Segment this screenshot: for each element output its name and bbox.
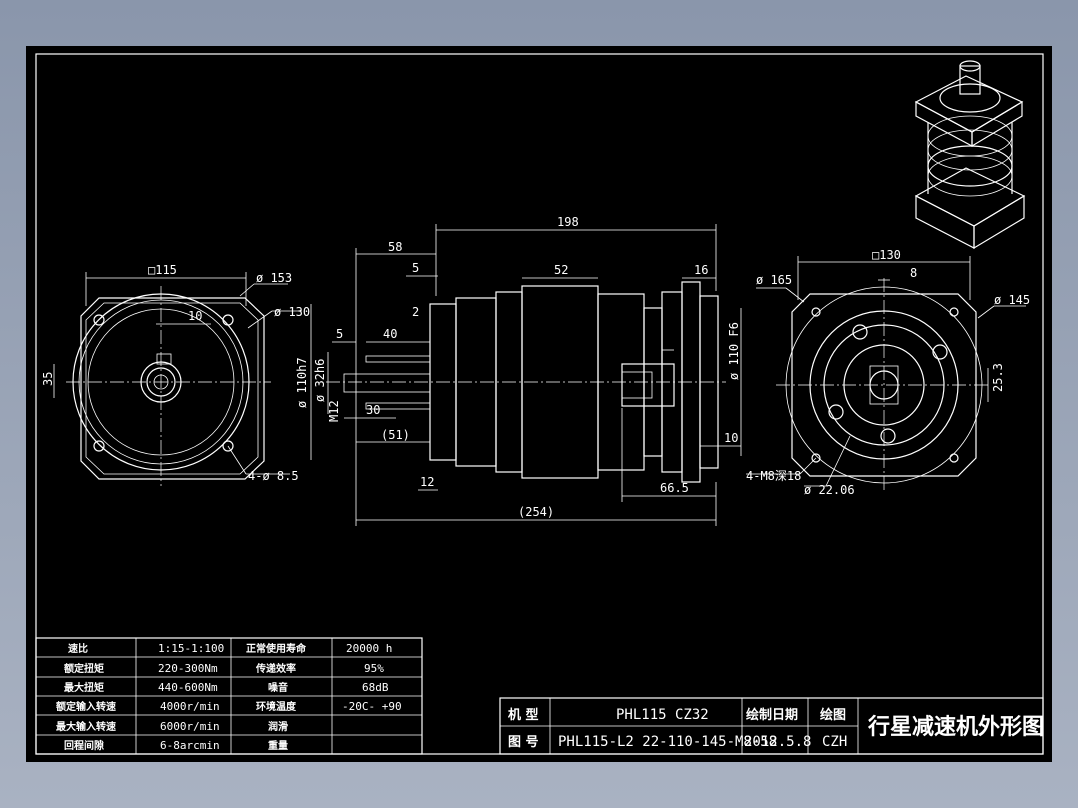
model-label: 机 型 xyxy=(508,707,539,723)
drawing-title: 行星减速机外形图 xyxy=(867,714,1044,740)
spec-value: 1:15-1:100 xyxy=(158,642,224,655)
spec-label: 额定扭矩 xyxy=(64,662,104,675)
drawer-label: 绘图 xyxy=(820,707,846,723)
dim-right-holes: 4-M8深18 xyxy=(746,469,801,483)
dim-right-d2206: ø 22.06 xyxy=(804,483,855,497)
dim-5b: 5 xyxy=(336,327,343,341)
dim-left-square: □115 xyxy=(148,263,177,277)
spec-label: 重量 xyxy=(268,739,288,752)
output-shaft xyxy=(621,363,675,407)
spec-label: 额定输入转速 xyxy=(56,700,116,713)
title-block: 机 型 PHL115 CZ32 图 号 PHL115-L2 22-110-145… xyxy=(499,697,1044,755)
spec-label: 噪音 xyxy=(268,681,288,694)
side-view: 198 58 5 52 16 2 5 40 ø 110h7 ø 32h6 M1 xyxy=(295,215,742,526)
dim-58: 58 xyxy=(388,240,402,254)
dim-right-253: 25.3 xyxy=(991,363,1005,392)
bolt-hole xyxy=(222,314,234,326)
drawer-value: CZH xyxy=(822,734,847,750)
dim-left-35: 35 xyxy=(41,372,55,386)
dim-110h7: ø 110h7 xyxy=(295,357,309,408)
dim-52: 52 xyxy=(554,263,568,277)
input-shaft xyxy=(343,373,431,393)
spec-label: 传递效率 xyxy=(255,662,296,675)
bolt-hole xyxy=(949,307,959,317)
spec-value: 6000r/min xyxy=(160,720,220,733)
dim-665: 66.5 xyxy=(660,481,689,495)
spec-value: 440-600Nm xyxy=(158,681,218,694)
model-value: PHL115 CZ32 xyxy=(616,707,709,723)
spec-value: 4000r/min xyxy=(160,700,220,713)
spec-value: 68dB xyxy=(362,681,389,694)
dim-left-10: 10 xyxy=(188,309,202,323)
right-square-flange xyxy=(791,293,977,477)
drawing-canvas: □115 ø 153 ø 130 10 35 4-ø 8.5 xyxy=(35,53,1044,755)
bolt-hole xyxy=(811,307,821,317)
spec-label: 润滑 xyxy=(268,720,288,733)
dim-32h6: ø 32h6 xyxy=(313,359,327,402)
dim-m12: M12 xyxy=(327,400,341,422)
spec-label: 最大输入转速 xyxy=(56,720,116,733)
dim-30: 30 xyxy=(366,403,380,417)
spec-label: 正常使用寿命 xyxy=(246,642,307,655)
spec-label: 最大扭矩 xyxy=(64,681,104,694)
dim-left-holes: 4-ø 8.5 xyxy=(248,469,299,483)
dim-198: 198 xyxy=(557,215,579,229)
bolt-hole xyxy=(93,314,105,326)
dim-16: 16 xyxy=(694,263,708,277)
dim-10: 10 xyxy=(724,431,738,445)
dim-right-d145: ø 145 xyxy=(994,293,1030,307)
bolt-hole xyxy=(949,453,959,463)
spec-value: -20C- +90 xyxy=(342,700,402,713)
dim-12: 12 xyxy=(420,475,434,489)
spec-value: 220-300Nm xyxy=(158,662,218,675)
dim-5a: 5 xyxy=(412,261,419,275)
drawing-sheet: □115 ø 153 ø 130 10 35 4-ø 8.5 xyxy=(26,46,1052,762)
dim-right-square: □130 xyxy=(872,248,901,262)
spec-value: 95% xyxy=(364,662,384,675)
dim-left-d130: ø 130 xyxy=(274,305,310,319)
dim-51: (51) xyxy=(381,428,410,442)
right-view: □130 8 ø 165 ø 145 25.3 4-M8深18 ø 22.06 xyxy=(746,248,1030,497)
dim-right-8: 8 xyxy=(910,266,917,280)
drawing-no-value: PHL115-L2 22-110-145-M8-58 xyxy=(558,734,777,750)
spec-label: 回程间隙 xyxy=(64,739,104,752)
dim-right-d165: ø 165 xyxy=(756,273,792,287)
dim-110f6: ø 110 F6 xyxy=(727,322,741,380)
dim-2: 2 xyxy=(412,305,419,319)
spec-table: 速比 1:15-1:100 正常使用寿命 20000 h 额定扭矩 220-30… xyxy=(35,637,423,755)
bolt-hole xyxy=(222,440,234,452)
spec-value: 6-8arcmin xyxy=(160,739,220,752)
left-view: □115 ø 153 ø 130 10 35 4-ø 8.5 xyxy=(41,263,310,486)
isometric-view xyxy=(914,60,1026,250)
dim-40: 40 xyxy=(383,327,397,341)
bolt-hole xyxy=(93,440,105,452)
date-value: 2012.5.8 xyxy=(744,734,811,750)
spec-label: 环境温度 xyxy=(256,700,297,713)
date-label: 绘制日期 xyxy=(746,707,798,723)
dim-254: (254) xyxy=(518,505,554,519)
spec-value: 20000 h xyxy=(346,642,392,655)
spec-label: 速比 xyxy=(68,642,88,655)
bolt-hole xyxy=(811,453,821,463)
drawing-no-label: 图 号 xyxy=(508,735,539,750)
dim-left-d153: ø 153 xyxy=(256,271,292,285)
